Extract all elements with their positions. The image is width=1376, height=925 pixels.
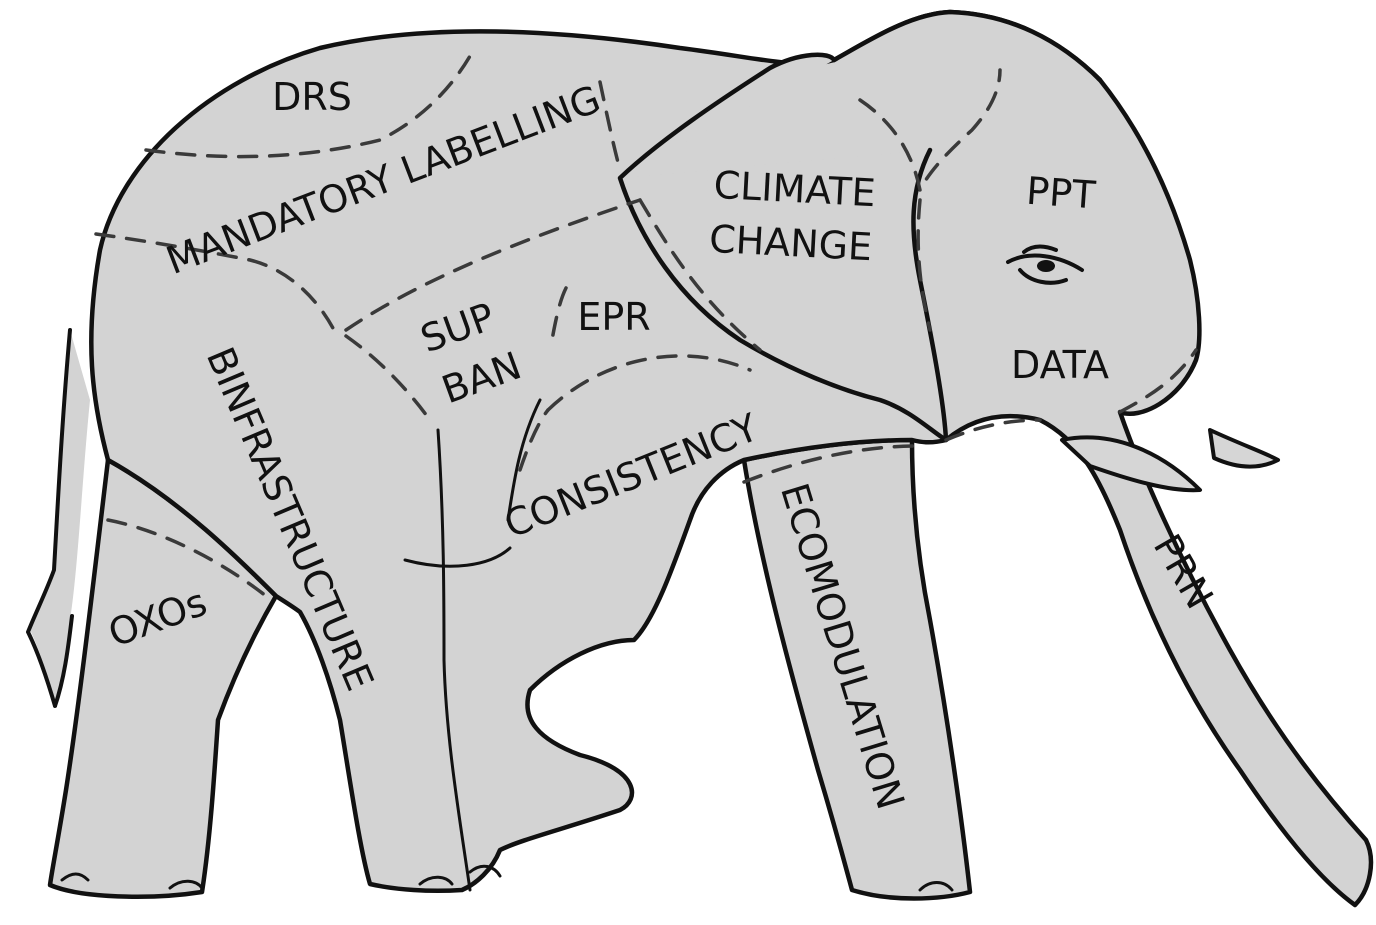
label-drs: DRS bbox=[272, 75, 352, 119]
label-ppt: PPT bbox=[1025, 169, 1098, 218]
label-epr: EPR bbox=[577, 295, 650, 339]
eye-pupil bbox=[1037, 260, 1055, 272]
label-climate-change-line2: CHANGE bbox=[708, 217, 873, 269]
label-climate-change-line1: CLIMATE bbox=[713, 163, 877, 215]
label-data: DATA bbox=[1011, 343, 1109, 387]
tail bbox=[30, 330, 90, 705]
tusk-far bbox=[1210, 430, 1278, 467]
